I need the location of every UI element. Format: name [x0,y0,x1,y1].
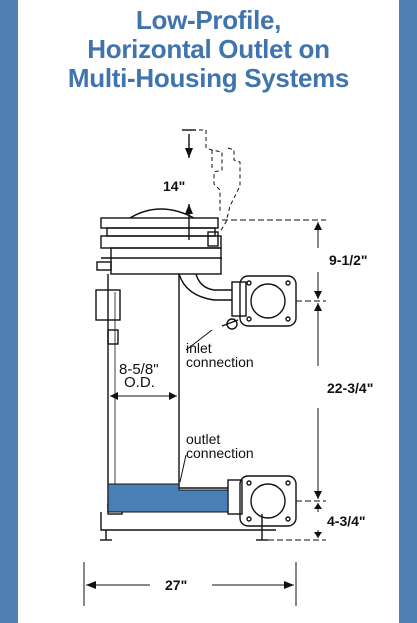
outlet-bolt-hole [285,516,291,522]
inlet-label-line1: inlet [186,340,212,356]
outlet-label-line1: outlet [186,431,221,447]
inlet-collar [231,281,247,317]
title-line-3: Multi-Housing Systems [67,63,350,93]
lid-flange [100,217,219,229]
title-line-1: Low-Profile, [135,5,282,35]
outlet-bolt-hole [285,480,291,486]
outlet-fill-highlight [107,483,229,513]
inlet-elbow-inner [195,273,232,291]
inlet-fitting-nut [226,318,238,330]
od-label-line2: O.D. [124,374,155,391]
inlet-bolt-hole [285,316,291,322]
outlet-leader [179,454,187,483]
content-panel [18,0,399,623]
overall-width-label: 27" [165,577,188,593]
outlet-bore [250,483,286,519]
inlet-bolt-hole [246,316,252,322]
clamp-band [100,235,222,249]
outlet-label-line2: connection [186,445,254,461]
inlet-elbow-outer [178,273,232,301]
inlet-bore [250,283,286,319]
lid-ring [106,227,216,237]
side-bracket [95,289,121,321]
outlet-height-label: 4-3/4" [327,513,366,529]
height-between-label: 22-3/4" [327,380,374,396]
lid-dome [129,208,195,219]
outlet-bolt-hole [246,516,252,522]
inlet-bolt-hole [246,280,252,286]
flange-offset-label: 9-1/2" [329,252,368,268]
inlet-bolt-hole [285,280,291,286]
lid-bolt-left [96,261,112,271]
side-tag [107,329,119,345]
base-rail [100,512,276,531]
housing-head [110,247,222,275]
inlet-leader [185,329,213,351]
dimension-arrowheads [86,148,322,589]
title-line-2: Horizontal Outlet on [87,34,330,64]
page-title: Low-Profile, Horizontal Outlet on Multi-… [18,6,399,93]
top-clearance-label: 14" [163,178,186,194]
outlet-bolt-hole [246,480,252,486]
od-label-line1: 8-5/8" [119,361,159,378]
inlet-label-line2: connection [186,354,254,370]
lid-lift-outline [199,129,241,233]
lid-bolt-right [207,231,219,247]
